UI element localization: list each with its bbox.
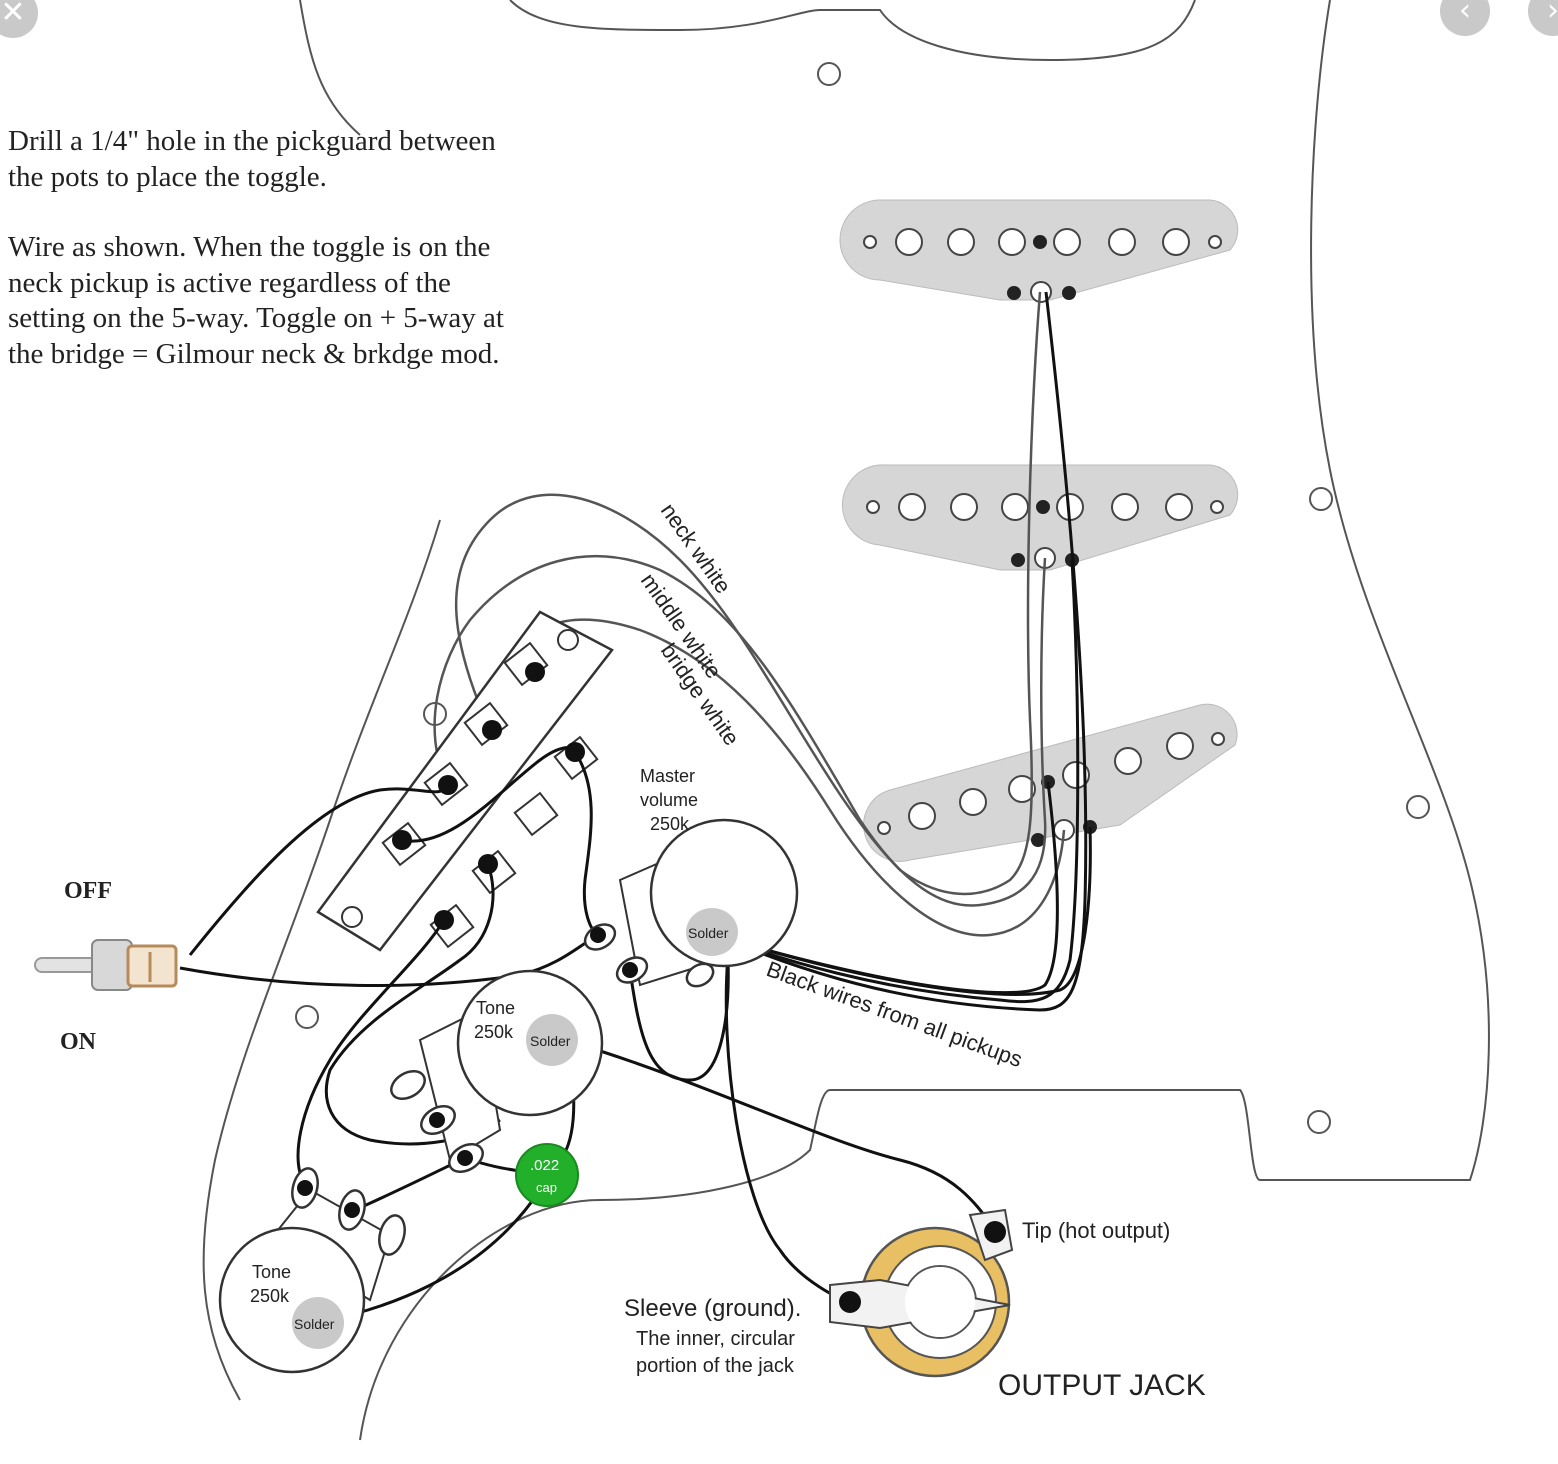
tone-pot-2 bbox=[218, 1167, 406, 1374]
label-solder-master: Solder bbox=[688, 925, 729, 941]
neck-pickup bbox=[839, 199, 1239, 303]
master-volume-pot bbox=[583, 818, 799, 988]
label-tone1-value: 250k bbox=[474, 1022, 514, 1042]
label-cap-value: .022 bbox=[530, 1157, 559, 1174]
middle-pickup bbox=[842, 464, 1239, 571]
label-black-wires: Black wires from all pickups bbox=[763, 956, 1025, 1072]
tone-pot-1 bbox=[390, 969, 604, 1173]
label-sleeve: Sleeve (ground). bbox=[624, 1295, 801, 1322]
label-volume: volume bbox=[640, 790, 698, 810]
capacitor bbox=[515, 1143, 579, 1207]
label-tone2-value: 250k bbox=[250, 1286, 290, 1306]
label-toggle-off: OFF bbox=[64, 878, 112, 904]
black-ground-wires bbox=[714, 291, 1092, 1012]
circuit-wires bbox=[179, 746, 997, 1324]
instruction-paragraph-1: Drill a 1/4" hole in the pickguard betwe… bbox=[8, 125, 496, 193]
label-solder-tone1: Solder bbox=[530, 1033, 571, 1049]
label-output-jack: OUTPUT JACK bbox=[998, 1369, 1206, 1402]
label-tone2: Tone bbox=[252, 1262, 291, 1282]
screw-holes bbox=[295, 62, 1430, 1134]
label-volume-value: 250k bbox=[650, 814, 690, 834]
bridge-pickup bbox=[863, 703, 1238, 862]
pickguard-outline bbox=[202, 0, 1490, 1441]
label-toggle-on: ON bbox=[60, 1029, 97, 1055]
instruction-paragraph-2: Wire as shown. When the toggle is on the… bbox=[8, 231, 504, 370]
instructions: Drill a 1/4" hole in the pickguard betwe… bbox=[8, 124, 528, 407]
label-sleeve-desc2: portion of the jack bbox=[636, 1355, 795, 1377]
label-tip: Tip (hot output) bbox=[1022, 1218, 1170, 1243]
chevron-left-icon[interactable]: ‹ bbox=[1440, 0, 1490, 36]
label-solder-tone2: Solder bbox=[294, 1316, 335, 1332]
toggle-switch bbox=[34, 939, 178, 991]
label-master: Master bbox=[640, 766, 695, 786]
label-tone1: Tone bbox=[476, 998, 515, 1018]
five-way-switch bbox=[316, 610, 614, 952]
output-jack bbox=[829, 1208, 1014, 1378]
label-cap: cap bbox=[536, 1180, 557, 1195]
label-sleeve-desc1: The inner, circular bbox=[636, 1328, 795, 1350]
